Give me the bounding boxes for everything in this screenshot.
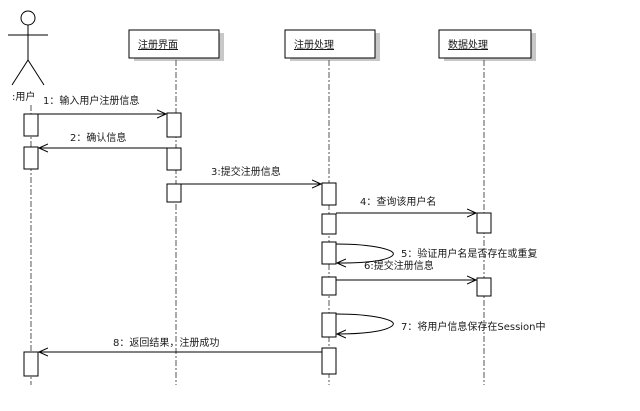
- activation-proc-1: [321, 182, 337, 206]
- message-1-label: 1：输入用户注册信息: [43, 94, 139, 107]
- object-register-process: 注册处理: [284, 29, 380, 61]
- activation-proc-3: [321, 241, 337, 265]
- message-3-label: 3:提交注册信息: [211, 165, 281, 178]
- actor-left-leg: [11, 59, 29, 86]
- object-register-ui: 注册界面: [128, 29, 224, 61]
- message-8-label: 8：返回结果，注册成功: [113, 336, 219, 349]
- message-5-arrow: [336, 243, 394, 263]
- activation-proc-5: [321, 312, 337, 338]
- object-register-process-label: 注册处理: [294, 38, 334, 51]
- message-4-label: 4：查询该用户名: [360, 195, 436, 208]
- activation-data-2: [476, 277, 492, 297]
- message-5-label: 5：验证用户名是否存在或重复: [401, 247, 537, 260]
- object-register-ui-label: 注册界面: [138, 38, 178, 51]
- message-7-label: 7：将用户信息保存在Session中: [401, 320, 546, 333]
- message-7-arrow: [336, 313, 394, 334]
- activation-ui-1: [166, 112, 182, 138]
- actor-user: :用户: [8, 10, 48, 103]
- activation-user-1: [23, 113, 39, 137]
- activation-ui-3: [166, 183, 182, 203]
- message-2-label: 2：确认信息: [70, 131, 126, 144]
- activation-user-2: [23, 146, 39, 170]
- activation-user-3: [23, 351, 39, 377]
- actor-label: :用户: [12, 90, 35, 103]
- activation-ui-2: [166, 147, 182, 171]
- activation-proc-2: [321, 213, 337, 235]
- activation-proc-6: [321, 347, 337, 375]
- object-data-process-label: 数据处理: [448, 38, 488, 51]
- actor-right-leg: [27, 59, 45, 86]
- activation-data-1: [476, 212, 492, 234]
- object-data-process: 数据处理: [438, 29, 536, 61]
- message-6-label: 6:提交注册信息: [364, 259, 434, 272]
- actor-head: [20, 10, 36, 26]
- activation-proc-4: [321, 276, 337, 296]
